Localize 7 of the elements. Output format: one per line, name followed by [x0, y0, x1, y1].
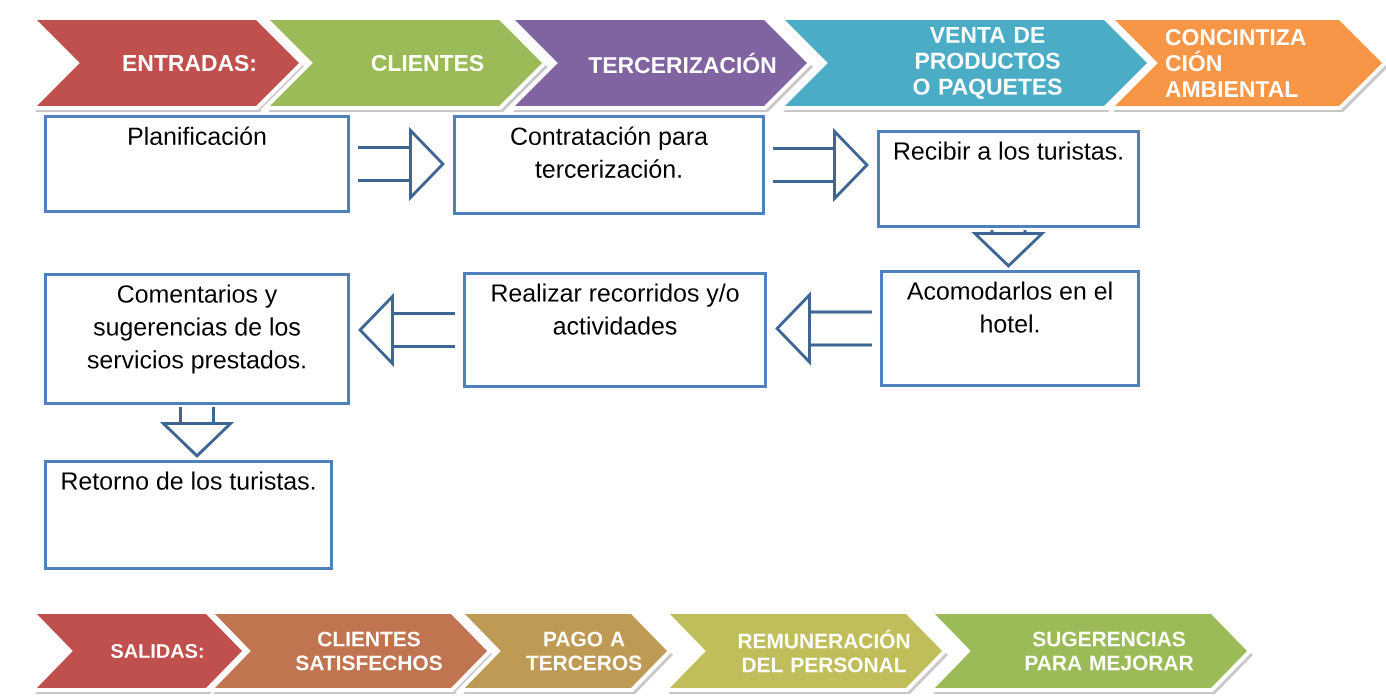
process-box: Realizar recorridos y/o actividades — [463, 272, 767, 388]
process-box: Retorno de los turistas. — [44, 460, 333, 570]
process-box: Contratación para tercerización. — [453, 115, 765, 215]
process-box: Recibir a los turistas. — [877, 130, 1140, 228]
process-box: Planificación — [44, 115, 350, 213]
process-box: Acomodarlos en el hotel. — [880, 270, 1140, 387]
process-box: Comentarios y sugerencias de los servicios prestados. — [44, 273, 350, 405]
